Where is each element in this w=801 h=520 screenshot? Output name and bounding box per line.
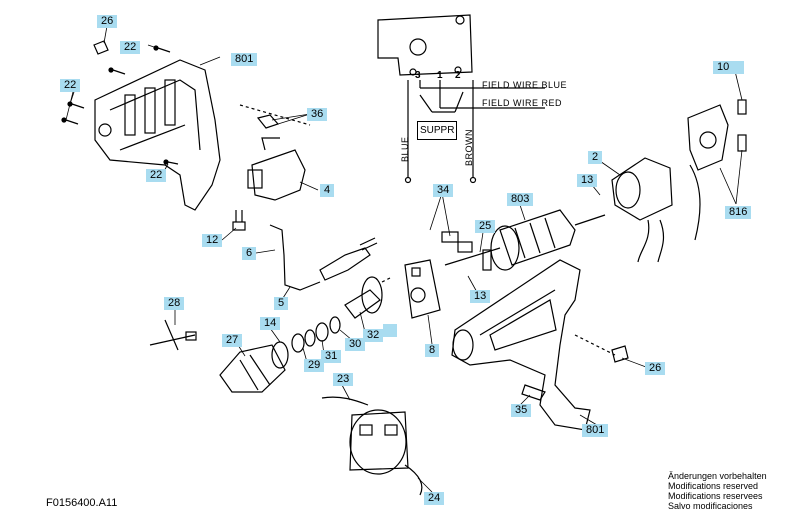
- terminal-2-label: 2: [455, 70, 461, 81]
- callout-14[interactable]: 14: [260, 317, 281, 330]
- brown-wire-label: BROWN: [464, 129, 474, 166]
- callout-32[interactable]: 32: [363, 329, 384, 342]
- callout-28[interactable]: 28: [164, 297, 185, 310]
- note-fr: Modifications reservees: [668, 491, 763, 501]
- callout-803[interactable]: 803: [507, 193, 534, 206]
- callout-10[interactable]: 10: [713, 61, 744, 74]
- callout-13[interactable]: 13: [577, 174, 598, 187]
- callout-13[interactable]: 13: [470, 290, 491, 303]
- callout-26[interactable]: 26: [97, 15, 118, 28]
- callout-31[interactable]: 31: [321, 350, 342, 363]
- wiring-diagram: [377, 14, 545, 184]
- housing-half-left: [94, 59, 221, 211]
- callout-26[interactable]: 26: [645, 362, 666, 375]
- callout-801[interactable]: 801: [582, 424, 609, 437]
- brush-assembly: [321, 396, 423, 496]
- armature: [444, 209, 606, 271]
- callout-8[interactable]: 8: [425, 344, 440, 357]
- brush-holders: [441, 231, 492, 271]
- brush-box: [687, 99, 747, 171]
- note-en: Modifications reserved: [668, 481, 759, 491]
- note-es: Salvo modificaciones: [668, 501, 753, 511]
- figure-id: F0156400.A11: [46, 497, 118, 509]
- terminal-3-label: 3: [415, 70, 421, 81]
- field-wire-red-label: FIELD WIRE RED: [482, 98, 563, 108]
- callout-23[interactable]: 23: [333, 373, 354, 386]
- suppressor-box: SUPPR: [417, 121, 458, 140]
- field-coil: [611, 157, 701, 263]
- leader-lines: [65, 25, 743, 493]
- chuck-key: [149, 319, 197, 351]
- callout-22[interactable]: 22: [60, 79, 81, 92]
- callout-blank: [383, 324, 397, 337]
- note-de: Änderungen vorbehalten: [668, 471, 767, 481]
- modification-notes: Änderungen vorbehalten Modifications res…: [668, 471, 767, 511]
- callout-12[interactable]: 12: [202, 234, 223, 247]
- callout-34[interactable]: 34: [433, 184, 454, 197]
- callout-25[interactable]: 25: [475, 220, 496, 233]
- callout-2[interactable]: 2: [588, 151, 603, 164]
- blue-wire-label: BLUE: [400, 136, 410, 162]
- terminal-1-label: 1: [437, 70, 443, 81]
- callout-27[interactable]: 27: [222, 334, 243, 347]
- callout-801[interactable]: 801: [231, 53, 258, 66]
- callout-29[interactable]: 29: [304, 359, 325, 372]
- callout-30[interactable]: 30: [345, 338, 366, 351]
- callout-4[interactable]: 4: [320, 184, 335, 197]
- screws: [61, 40, 179, 165]
- gear-plate: [404, 259, 441, 319]
- callout-24[interactable]: 24: [424, 492, 445, 505]
- callout-6[interactable]: 6: [242, 247, 257, 260]
- callout-5[interactable]: 5: [274, 297, 289, 310]
- housing-half-right: [451, 259, 629, 431]
- power-cord: [232, 210, 378, 291]
- callout-22[interactable]: 22: [120, 41, 141, 54]
- callout-36[interactable]: 36: [307, 108, 328, 121]
- chuck: [219, 341, 289, 393]
- callout-816[interactable]: 816: [725, 206, 752, 219]
- callout-22[interactable]: 22: [146, 169, 167, 182]
- field-wire-blue-label: FIELD WIRE BLUE: [482, 80, 568, 90]
- callout-35[interactable]: 35: [511, 404, 532, 417]
- spindle-parts: [291, 276, 391, 353]
